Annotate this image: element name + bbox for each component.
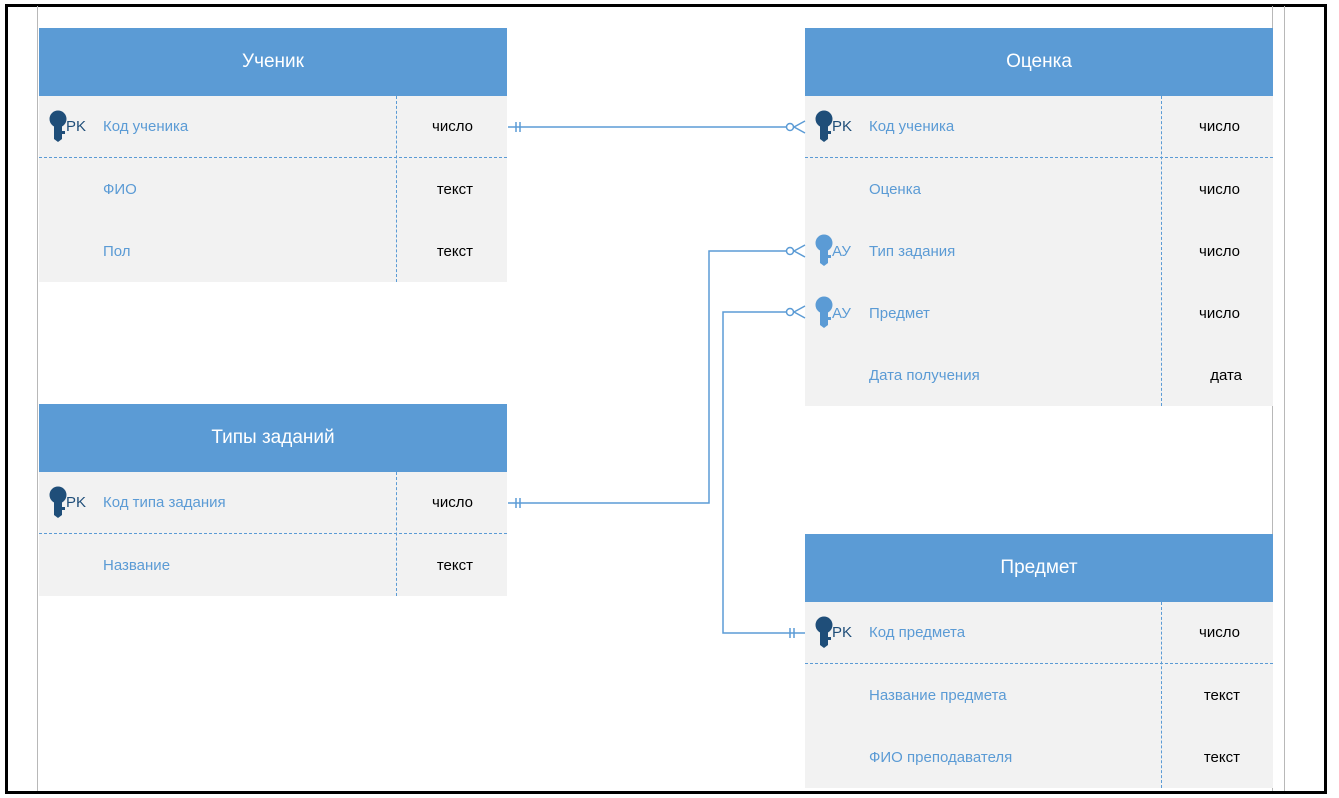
field-name: ФИО преподавателя <box>869 748 1013 766</box>
type-divider <box>396 472 397 596</box>
field-row[interactable]: ФИО преподавателя текст <box>805 726 1273 788</box>
entity-student[interactable]: Ученик PK Код ученика число ФИО текст По… <box>39 28 507 282</box>
field-row[interactable]: PK Код типа задания число <box>39 472 507 534</box>
field-type: текст <box>1203 748 1240 766</box>
field-row[interactable]: Название текст <box>39 534 507 596</box>
type-divider <box>1161 602 1162 788</box>
field-row[interactable]: Название предмета текст <box>805 664 1273 726</box>
field-name: Тип задания <box>869 242 956 260</box>
entity-task-types-title: Типы заданий <box>39 404 507 472</box>
field-type: текст <box>436 242 473 260</box>
field-name: Оценка <box>869 180 921 198</box>
entity-student-body: PK Код ученика число ФИО текст Пол текст <box>39 96 507 282</box>
relationship-subject-grade[interactable] <box>722 305 806 638</box>
key-label: PK <box>832 624 853 641</box>
field-row[interactable]: Дата получения дата <box>805 344 1273 406</box>
field-row[interactable]: АУ Тип задания число <box>805 220 1273 282</box>
field-type: дата <box>1210 366 1242 384</box>
page-guide-left <box>37 6 38 791</box>
page-guide-right-outer <box>1284 6 1285 791</box>
field-name: Код типа задания <box>103 494 226 511</box>
type-divider <box>396 96 397 282</box>
key-icon <box>815 234 833 266</box>
entity-subject[interactable]: Предмет PK Код предмета число Название п… <box>805 534 1273 788</box>
relationship-student-grade[interactable] <box>508 120 806 134</box>
field-row[interactable]: PK Код ученика число <box>39 96 507 158</box>
entity-grade-body: PK Код ученика число Оценка число АУ Тип… <box>805 96 1273 406</box>
field-name: Код ученика <box>869 118 955 135</box>
diagram-frame <box>5 4 1327 794</box>
key-icon <box>815 296 833 328</box>
field-row[interactable]: АУ Предмет число <box>805 282 1273 344</box>
entity-task-types-body: PK Код типа задания число Название текст <box>39 472 507 596</box>
field-row[interactable]: Оценка число <box>805 158 1273 220</box>
field-type: число <box>432 118 473 135</box>
key-label: АУ <box>832 304 851 322</box>
field-row[interactable]: Пол текст <box>39 220 507 282</box>
field-name: Дата получения <box>869 366 980 384</box>
field-row[interactable]: PK Код ученика число <box>805 96 1273 158</box>
field-type: число <box>1199 180 1240 198</box>
field-type: число <box>1199 242 1240 260</box>
field-row[interactable]: PK Код предмета число <box>805 602 1273 664</box>
key-label: PK <box>66 494 87 511</box>
entity-subject-title: Предмет <box>805 534 1273 602</box>
key-icon <box>49 110 67 142</box>
field-name: Предмет <box>869 304 930 322</box>
key-icon <box>815 110 833 142</box>
entity-subject-body: PK Код предмета число Название предмета … <box>805 602 1273 788</box>
field-name: Пол <box>103 242 131 260</box>
field-name: Код ученика <box>103 118 189 135</box>
field-type: число <box>1199 118 1240 135</box>
field-type: текст <box>436 556 473 574</box>
field-type: число <box>1199 624 1240 641</box>
entity-task-types[interactable]: Типы заданий PK Код типа задания число Н… <box>39 404 507 596</box>
field-name: Название предмета <box>869 686 1007 704</box>
key-icon <box>815 616 833 648</box>
key-label: PK <box>66 118 87 135</box>
key-label: АУ <box>832 242 851 260</box>
field-type: текст <box>1203 686 1240 704</box>
entity-grade-title: Оценка <box>805 28 1273 96</box>
field-row[interactable]: ФИО текст <box>39 158 507 220</box>
type-divider <box>1161 96 1162 406</box>
field-type: число <box>432 494 473 511</box>
field-type: число <box>1199 304 1240 322</box>
key-label: PK <box>832 118 853 135</box>
field-type: текст <box>436 180 473 198</box>
entity-student-title: Ученик <box>39 28 507 96</box>
field-name: Код предмета <box>869 624 966 641</box>
key-icon <box>49 486 67 518</box>
field-name: ФИО <box>103 180 137 198</box>
relationship-tasktype-grade[interactable] <box>508 244 806 508</box>
field-name: Название <box>103 556 171 574</box>
entity-grade[interactable]: Оценка PK Код ученика число Оценка число… <box>805 28 1273 406</box>
